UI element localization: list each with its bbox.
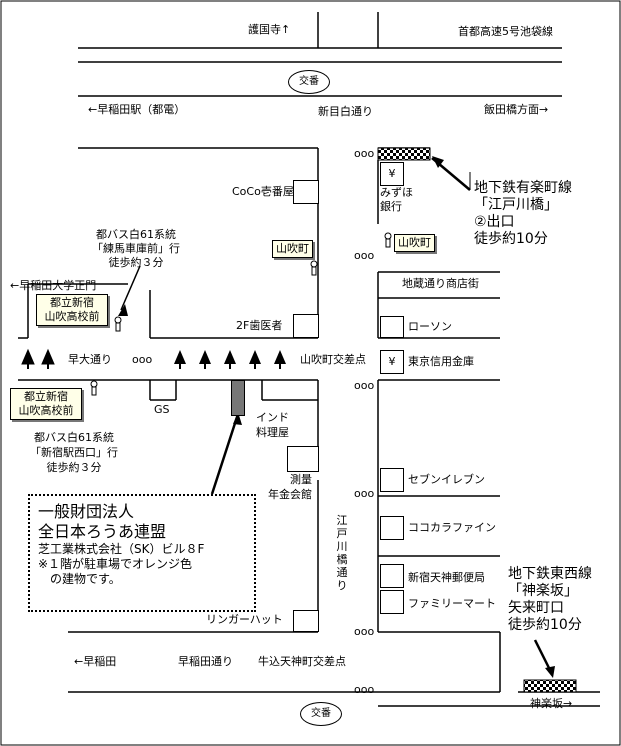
label-waseda-station: ←早稲田駅（都電）	[88, 103, 186, 116]
label-shinmejiro: 新目白通り	[318, 105, 373, 118]
koban-north: 交番	[288, 70, 330, 94]
label-gokokuji: 護国寺↑	[248, 23, 291, 36]
destination-line2: 全日本ろうあ連盟	[38, 522, 167, 541]
label-gs: GS	[154, 403, 170, 416]
label-edogawabashi-dori: 江 戸 川 橋 通 り	[336, 514, 348, 592]
building-mizuho: ¥	[380, 162, 404, 186]
station-yurakucho: 地下鉄有楽町線 「江戸川橋」 ②出口 徒歩約10分	[474, 180, 572, 247]
label-cocokara: ココカラファイン	[408, 521, 496, 534]
bus-stop-school-south: 都立新宿 山吹高校前	[10, 388, 82, 420]
station-tozai: 地下鉄東西線 「神楽坂」 矢来町口 徒歩約10分	[508, 566, 592, 633]
signal-marker: ooo	[354, 147, 375, 160]
label-yamabuki-intersection: 山吹町交差点	[300, 353, 366, 366]
destination-line1: 一般財団法人	[38, 502, 135, 521]
signal-marker: ooo	[354, 487, 375, 500]
destination-line4: ※１階が駐車場でオレンジ色 の建物です。	[38, 557, 193, 586]
building-cocokara	[380, 516, 404, 540]
label-ringer: リンガーハット	[206, 613, 283, 626]
destination-box: 一般財団法人 全日本ろうあ連盟 芝工業株式会社（SK）ビル８F ※１階が駐車場で…	[28, 494, 256, 612]
label-waseda-bottom: ←早稲田	[74, 655, 117, 668]
label-dental: 2F歯医者	[236, 319, 283, 332]
building-dental	[293, 314, 319, 338]
bus-info-north: 都バス白61系統 「練馬車庫前」行 徒歩約３分	[92, 228, 180, 269]
label-lawson: ローソン	[408, 320, 452, 333]
label-seven: セブンイレブン	[408, 473, 485, 486]
signal-marker: ooo	[132, 353, 153, 366]
label-post: 新宿天神郵便局	[408, 571, 485, 584]
building-sokuryo	[287, 446, 319, 472]
signal-marker: ooo	[354, 683, 375, 696]
destination-line3: 芝工業株式会社（SK）ビル８F	[38, 542, 205, 556]
building-seven	[380, 468, 404, 492]
yen-icon: ¥	[388, 355, 396, 368]
label-tokyo-shinkin: 東京信用金庫	[408, 355, 474, 368]
road-name-vertical: 江 戸 川 橋 通 り	[336, 514, 348, 592]
label-kagurazaka: 神楽坂→	[530, 697, 573, 710]
yurakucho-exit-marker	[377, 147, 431, 161]
destination-building-marker	[231, 380, 245, 416]
building-familymart	[380, 590, 404, 614]
bus-info-south: 都バス白61系統 「新宿駅西口」行 徒歩約３分	[30, 431, 118, 474]
signal-marker: ooo	[354, 379, 375, 392]
label-waseda-dori-bottom: 早稲田通り	[178, 655, 233, 668]
signal-marker: ooo	[354, 625, 375, 638]
label-ushigome: 牛込天神町交差点	[258, 655, 346, 668]
label-univ-gate: ←早稲田大学正門	[10, 279, 97, 292]
building-coco	[293, 180, 319, 204]
label-indo: インド 料理屋	[256, 411, 289, 439]
building-lawson	[380, 316, 404, 338]
bus-stop-yamabuki-east: 山吹町	[394, 234, 435, 252]
label-waseda-dori: 早大通り	[68, 353, 112, 366]
label-expressway: 首都高速5号池袋線	[458, 25, 553, 38]
koban-south: 交番	[300, 702, 342, 726]
building-post	[380, 564, 404, 588]
label-sokuryo: 測量 年金会館	[268, 473, 312, 501]
signal-marker: ooo	[354, 249, 375, 262]
building-ringer	[293, 610, 319, 632]
yen-icon: ¥	[388, 167, 396, 180]
label-familymart: ファミリーマート	[408, 597, 496, 610]
label-mizuho: みずほ 銀行	[380, 186, 413, 213]
building-tokyo-shinkin: ¥	[380, 350, 404, 374]
bus-stop-yamabuki-west: 山吹町	[272, 240, 313, 258]
bus-stop-school-north: 都立新宿 山吹高校前	[36, 294, 108, 326]
label-coco: CoCo壱番屋	[232, 185, 294, 198]
label-jizo: 地蔵通り商店街	[402, 277, 479, 290]
label-iidabashi: 飯田橋方面→	[484, 103, 549, 116]
tozai-exit-marker	[523, 679, 577, 693]
